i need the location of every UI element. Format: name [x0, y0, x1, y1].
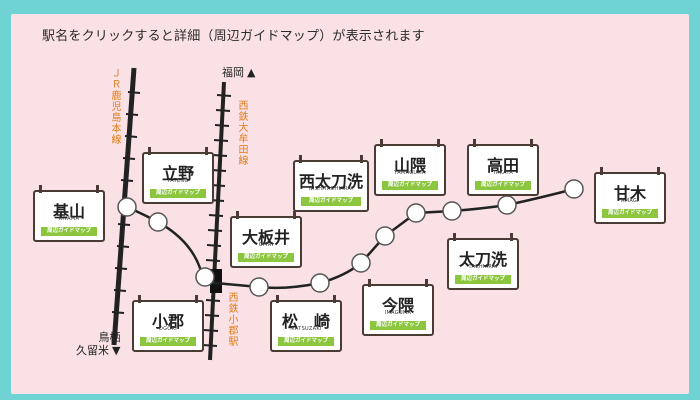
- station-roman: YAMAGUMA: [394, 170, 426, 176]
- station-ogori[interactable]: 小郡 OGORI 周辺ガイドマップ: [132, 295, 204, 352]
- stop-imaguma: [351, 253, 371, 273]
- station-name: 甘木: [613, 184, 646, 203]
- station-roman: NISHITACHIARAI: [308, 186, 354, 192]
- station-imaguma[interactable]: 今隈 IMAGUMA 周辺ガイドマップ: [362, 279, 434, 336]
- guide-map-label[interactable]: 周辺ガイドマップ: [370, 321, 426, 330]
- guide-map-label[interactable]: 周辺ガイドマップ: [602, 209, 658, 218]
- station-card[interactable]: 小郡 OGORI 周辺ガイドマップ: [132, 295, 204, 352]
- nishitetsu-line-label: 西鉄大牟田線: [236, 100, 247, 166]
- station-kiyama[interactable]: 基山 KIYAMA 周辺ガイドマップ: [33, 185, 105, 242]
- stop-tachiarai: [442, 201, 462, 221]
- south-label-2: 久留米▼: [76, 344, 121, 357]
- station-tateno[interactable]: 立野 TATENO 周辺ガイドマップ: [142, 147, 214, 204]
- stop-tateno: [148, 212, 168, 232]
- station-name: 西太刀洗: [298, 172, 363, 191]
- station-roman: IMAGUMA: [384, 310, 412, 316]
- guide-map-label[interactable]: 周辺ガイドマップ: [475, 181, 531, 190]
- station-tachiarai[interactable]: 太刀洗 TACHIARAI 周辺ガイドマップ: [447, 233, 519, 290]
- nishitetsu-ogori-label: 西鉄小郡駅: [226, 292, 237, 347]
- north-direction: 福岡▲: [222, 66, 255, 79]
- station-name: 山隈: [393, 156, 426, 175]
- station-name: 小郡: [151, 312, 184, 331]
- stop-nishitachiarai: [375, 226, 395, 246]
- station-roman: MATSUZAKI: [290, 326, 322, 332]
- station-card[interactable]: 高田 TAKATA 周辺ガイドマップ: [467, 139, 539, 196]
- station-amagi[interactable]: 甘木 AMAGI 周辺ガイドマップ: [594, 167, 666, 224]
- station-name: 基山: [52, 202, 85, 221]
- stop-kiyama: [117, 197, 137, 217]
- station-card[interactable]: 甘木 AMAGI 周辺ガイドマップ: [594, 167, 666, 224]
- station-name: 太刀洗: [458, 250, 507, 269]
- station-takata[interactable]: 高田 TAKATA 周辺ガイドマップ: [467, 139, 539, 196]
- station-roman: KIYAMA: [58, 216, 80, 222]
- stop-amagi: [564, 179, 584, 199]
- route-stops: [117, 179, 584, 297]
- station-name: 高田: [486, 156, 519, 175]
- station-card[interactable]: 西太刀洗 NISHITACHIARAI 周辺ガイドマップ: [293, 155, 369, 212]
- station-name: 今隈: [381, 296, 414, 315]
- stop-ogori: [195, 267, 215, 287]
- jr-line-label: ＪＲ鹿児島本線: [109, 68, 120, 145]
- guide-map-label[interactable]: 周辺ガイドマップ: [140, 337, 196, 346]
- south-direction: 鳥栖 久留米▼: [76, 331, 120, 357]
- stop-matsuzaki: [310, 273, 330, 293]
- station-card[interactable]: 山隈 YAMAGUMA 周辺ガイドマップ: [374, 139, 446, 196]
- station-name: 立野: [161, 164, 194, 183]
- guide-map-label[interactable]: 周辺ガイドマップ: [41, 227, 97, 236]
- stop-yamaguma: [406, 203, 426, 223]
- instruction-text: 駅名をクリックすると詳細（周辺ガイドマップ）が表示されます: [42, 29, 425, 44]
- station-matsuzaki[interactable]: 松 崎 MATSUZAKI 周辺ガイドマップ: [270, 295, 342, 352]
- station-name: 松 崎: [281, 312, 330, 331]
- guide-map-label[interactable]: 周辺ガイドマップ: [238, 253, 294, 262]
- north-label: 福岡: [222, 66, 244, 79]
- south-arrow-icon: ▼: [112, 344, 121, 357]
- guide-map-label[interactable]: 周辺ガイドマップ: [301, 197, 361, 206]
- station-nishitachiarai[interactable]: 西太刀洗 NISHITACHIARAI 周辺ガイドマップ: [293, 155, 369, 212]
- station-card[interactable]: 今隈 IMAGUMA 周辺ガイドマップ: [362, 279, 434, 336]
- station-roman: OGORI: [158, 326, 178, 332]
- guide-map-label[interactable]: 周辺ガイドマップ: [455, 275, 511, 284]
- station-name: 大板井: [241, 228, 290, 247]
- station-card[interactable]: 大板井 OITAI 周辺ガイドマップ: [230, 211, 302, 268]
- station-roman: AMAGI: [621, 198, 639, 204]
- station-card[interactable]: 太刀洗 TACHIARAI 周辺ガイドマップ: [447, 233, 519, 290]
- stop-takata: [497, 195, 517, 215]
- stop-oitai: [249, 277, 269, 297]
- station-roman: TACHIARAI: [468, 264, 498, 270]
- station-card[interactable]: 基山 KIYAMA 周辺ガイドマップ: [33, 185, 105, 242]
- station-card[interactable]: 松 崎 MATSUZAKI 周辺ガイドマップ: [270, 295, 342, 352]
- guide-map-label[interactable]: 周辺ガイドマップ: [278, 337, 334, 346]
- station-roman: OITAI: [258, 242, 274, 248]
- station-roman: TATENO: [167, 178, 189, 184]
- station-oitai[interactable]: 大板井 OITAI 周辺ガイドマップ: [230, 211, 302, 268]
- nishitetsu-line: [202, 81, 232, 361]
- guide-map-label[interactable]: 周辺ガイドマップ: [382, 181, 438, 190]
- north-arrow-icon: ▲: [247, 66, 256, 79]
- guide-map-label[interactable]: 周辺ガイドマップ: [150, 189, 206, 198]
- south-label-1: 鳥栖: [98, 331, 121, 344]
- station-card[interactable]: 立野 TATENO 周辺ガイドマップ: [142, 147, 214, 204]
- station-yamaguma[interactable]: 山隈 YAMAGUMA 周辺ガイドマップ: [374, 139, 446, 196]
- station-roman: TAKATA: [492, 170, 514, 176]
